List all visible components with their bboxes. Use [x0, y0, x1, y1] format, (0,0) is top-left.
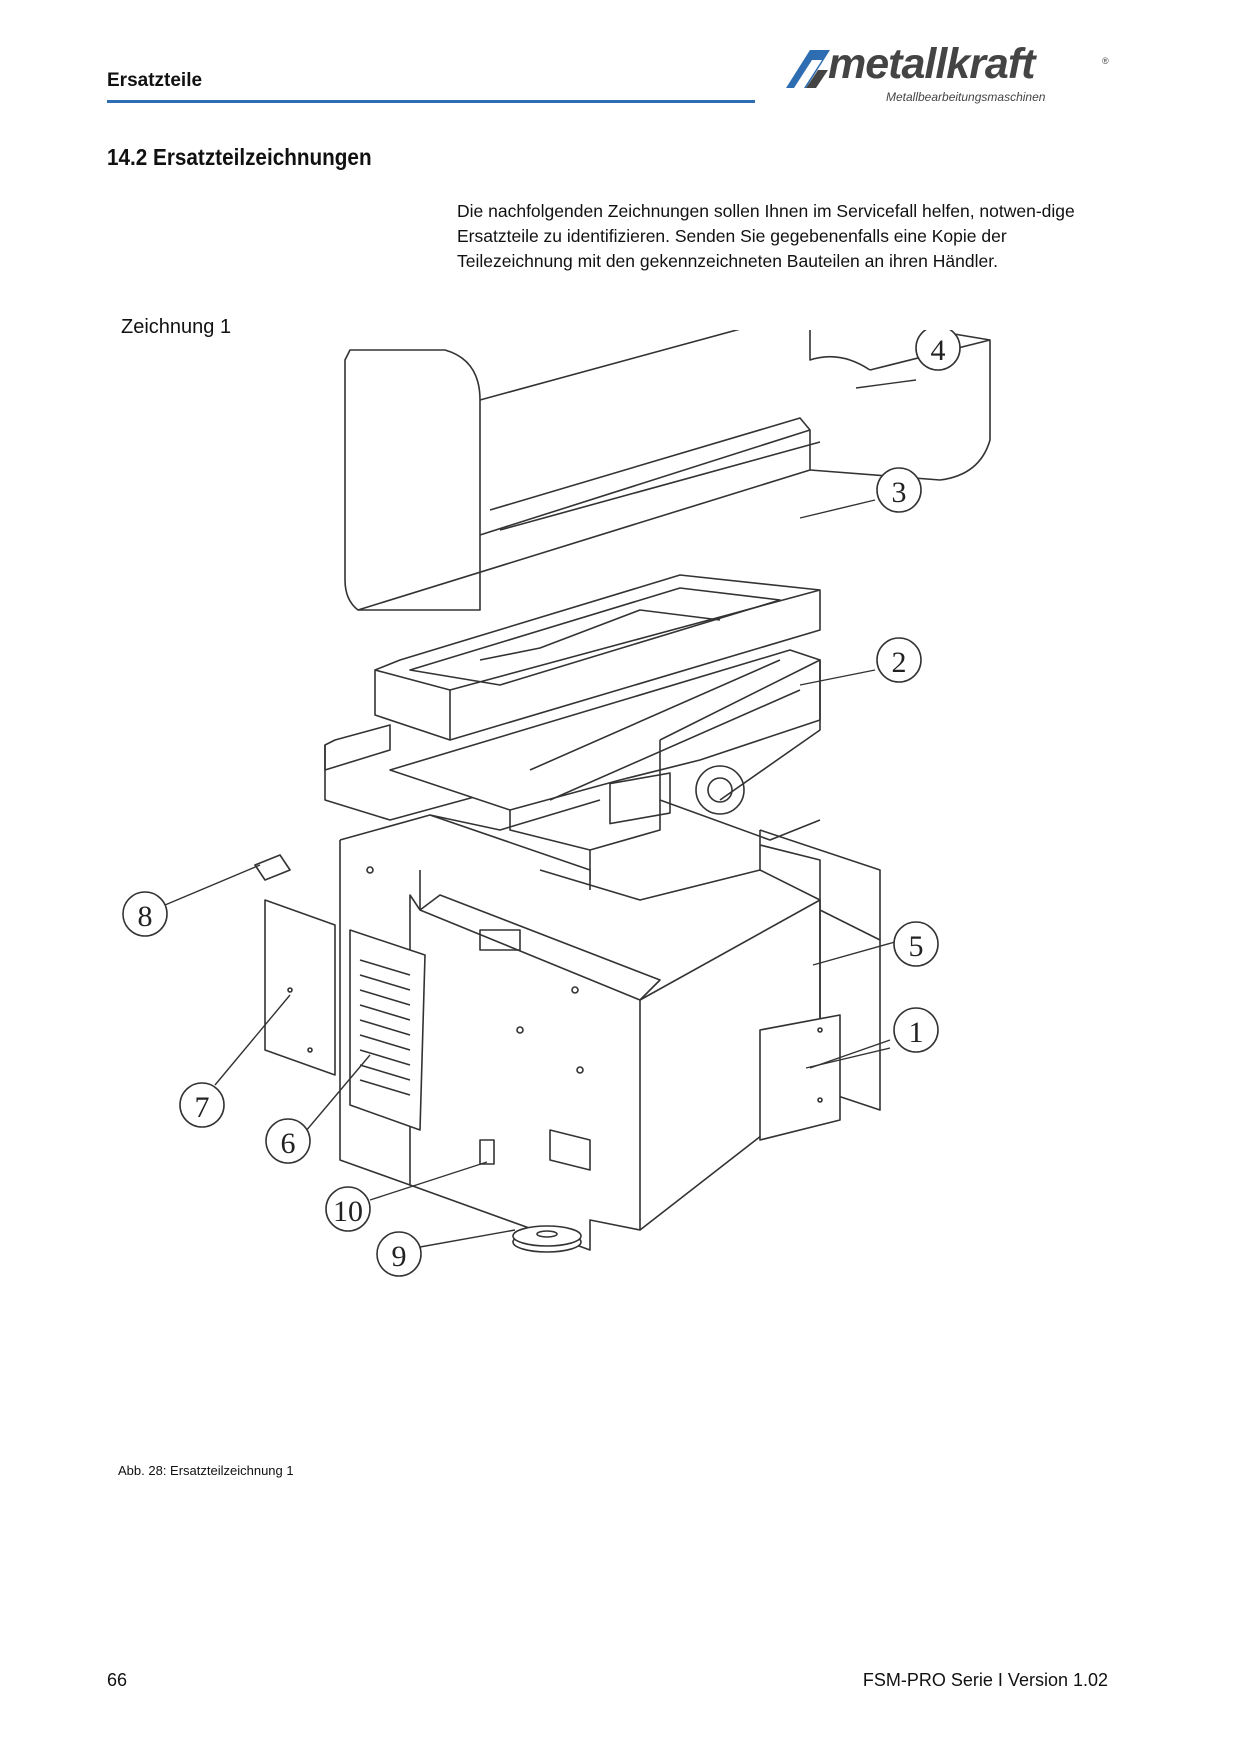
- exploded-view-drawing: 4 3 2 5 1 8 7 6 10 9: [122, 330, 991, 1277]
- callout-leaders: [164, 379, 917, 1248]
- callout-8: 8: [122, 891, 168, 937]
- callout-4-label: 4: [931, 334, 946, 367]
- header-section-title: Ersatzteile: [107, 70, 203, 91]
- callout-7: 7: [179, 1082, 225, 1128]
- part-4-top-cover: [344, 330, 991, 611]
- brand-logo: metallkraft ® Metallbearbeitungsmaschine…: [784, 40, 1114, 108]
- callout-10: 10: [325, 1186, 371, 1232]
- callout-1-label: 1: [909, 1016, 924, 1049]
- part-7-cover-plate: [264, 899, 336, 1076]
- part-5-side-plate: [759, 1014, 841, 1141]
- intro-paragraph: Die nachfolgenden Zeichnungen sollen Ihn…: [457, 201, 1075, 271]
- part-3-table-tray: [374, 574, 821, 741]
- callout-6-label: 6: [281, 1127, 296, 1160]
- callout-2: 2: [876, 637, 922, 683]
- figure-caption: Abb. 28: Ersatzteilzeichnung 1: [118, 1463, 294, 1478]
- part-9-foot: [512, 1225, 582, 1253]
- footer-version: FSM-PRO Serie I Version 1.02: [862, 1670, 1108, 1690]
- callout-6: 6: [265, 1118, 311, 1164]
- logo-tagline: Metallbearbeitungsmaschinen: [886, 90, 1046, 104]
- page-number: 66: [107, 1670, 128, 1690]
- part-6-louvered-grille: [349, 929, 426, 1131]
- callout-3-label: 3: [892, 476, 907, 509]
- logo-registered-mark: ®: [1102, 56, 1109, 66]
- logo-wordmark: metallkraft: [828, 40, 1035, 88]
- callout-1: 1: [893, 1007, 939, 1053]
- callout-9-label: 9: [392, 1240, 407, 1273]
- callout-5-label: 5: [909, 930, 924, 963]
- callout-4: 4: [915, 330, 961, 371]
- callout-3: 3: [876, 467, 922, 513]
- figure-label: Zeichnung 1: [121, 316, 232, 338]
- part-2-saddle: [324, 649, 821, 880]
- callout-10-label: 10: [333, 1195, 363, 1228]
- section-title: 14.2 Ersatzteilzeichnungen: [107, 144, 372, 170]
- header-rule: [107, 100, 755, 103]
- callout-2-label: 2: [892, 646, 907, 679]
- logo-mark-icon: [786, 50, 830, 88]
- part-10-bolt: [479, 1139, 495, 1165]
- callout-9: 9: [376, 1231, 422, 1277]
- part-1-base: [339, 772, 881, 1251]
- callout-5: 5: [893, 921, 939, 967]
- part-8-screw: [254, 854, 291, 881]
- callout-7-label: 7: [195, 1091, 210, 1124]
- callout-8-label: 8: [138, 900, 153, 933]
